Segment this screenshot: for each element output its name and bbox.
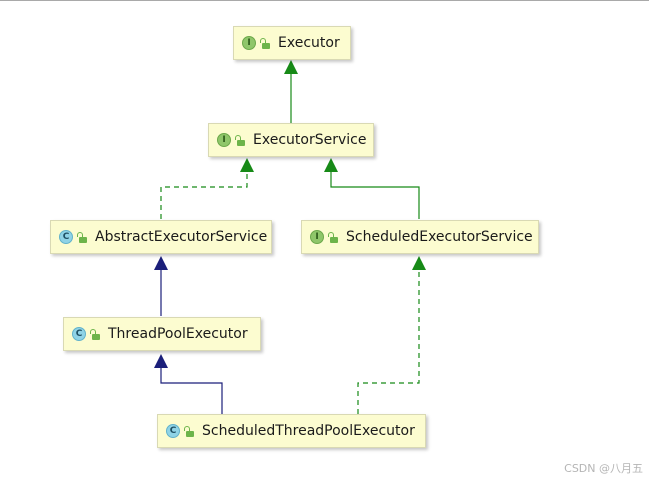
edge-scheduledthreadpoolexecutor-scheduledexecutorservice [357, 270, 420, 414]
edge-abstractexecutorservice-executorservice [160, 170, 248, 219]
node-executor[interactable]: I Executor [233, 26, 351, 60]
node-executorservice[interactable]: I ExecutorService [208, 123, 374, 157]
public-visibility-icon [184, 425, 194, 437]
class-icon: C [166, 424, 180, 438]
arrowhead-scheduledexecutorservice [412, 256, 426, 270]
arrowhead-executorservice-left [240, 158, 254, 172]
arrowhead-abstractexecutorservice [154, 256, 168, 270]
node-label: ScheduledThreadPoolExecutor [202, 423, 415, 439]
watermark: CSDN @八月五 [564, 462, 643, 475]
interface-icon: I [217, 133, 231, 147]
node-scheduledthreadpoolexecutor[interactable]: C ScheduledThreadPoolExecutor [157, 414, 426, 448]
edge-scheduledthreadpoolexecutor-threadpoolexecutor [160, 366, 223, 414]
interface-icon: I [310, 230, 324, 244]
node-label: AbstractExecutorService [95, 229, 268, 245]
class-icon: C [59, 230, 73, 244]
public-visibility-icon [328, 231, 338, 243]
node-label: ScheduledExecutorService [346, 229, 533, 245]
arrowhead-threadpoolexecutor [154, 354, 168, 368]
class-icon: C [72, 327, 86, 341]
public-visibility-icon [235, 134, 245, 146]
edge-scheduledexecutorservice-executorservice [330, 170, 420, 219]
node-label: ThreadPoolExecutor [108, 326, 248, 342]
public-visibility-icon [77, 231, 87, 243]
public-visibility-icon [260, 37, 270, 49]
public-visibility-icon [90, 328, 100, 340]
arrowhead-executor [284, 60, 298, 74]
arrowhead-executorservice-right [324, 158, 338, 172]
node-threadpoolexecutor[interactable]: C ThreadPoolExecutor [63, 317, 261, 351]
node-scheduledexecutorservice[interactable]: I ScheduledExecutorService [301, 220, 539, 254]
top-border [0, 0, 649, 1]
interface-icon: I [242, 36, 256, 50]
node-label: Executor [278, 35, 340, 51]
node-label: ExecutorService [253, 132, 367, 148]
node-abstractexecutorservice[interactable]: C AbstractExecutorService [50, 220, 272, 254]
